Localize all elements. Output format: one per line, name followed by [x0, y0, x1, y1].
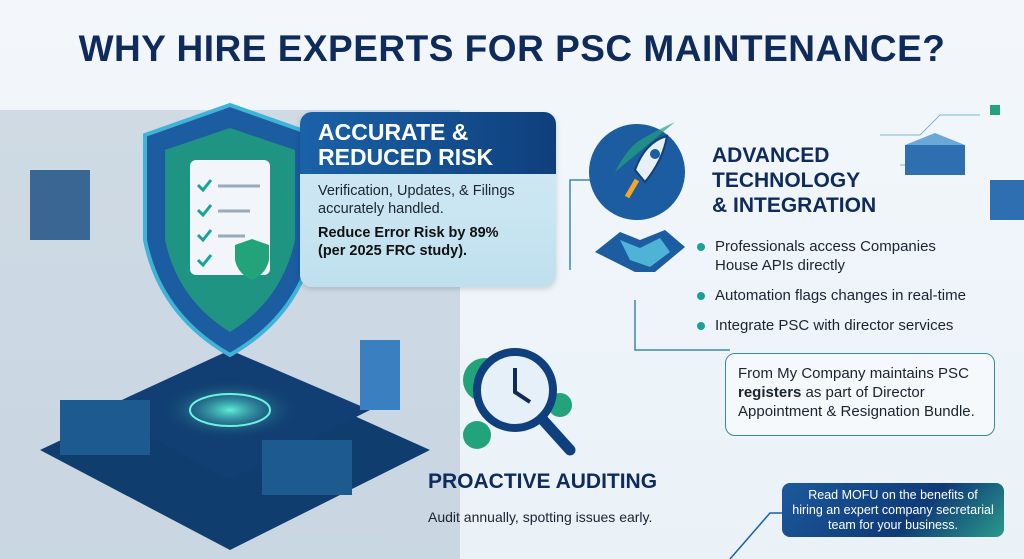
magnifier-clock-icon — [463, 348, 576, 456]
connector-lines — [569, 179, 730, 351]
cta-text: hiring an expert company secretarial — [792, 503, 994, 517]
server-icon — [360, 340, 400, 410]
handshake-icon — [595, 230, 685, 272]
auditing-heading: PROACTIVE AUDITING — [428, 470, 658, 493]
note-text: Appointment & Resignation Bundle. — [738, 403, 975, 420]
bullet-text: Integrate PSC with director services — [715, 317, 954, 334]
card-stat: Reduce Error Risk by 89% — [318, 225, 499, 241]
cta-text: team for your business. — [828, 518, 958, 532]
lock-icon — [990, 105, 1000, 115]
bullet-text: Professionals access Companies — [715, 238, 936, 255]
connector-line — [729, 512, 782, 559]
page-title: WHY HIRE EXPERTS FOR PSC MAINTENANCE? — [78, 28, 946, 69]
card-heading: REDUCED RISK — [318, 144, 494, 170]
card-heading: ACCURATE & — [318, 119, 469, 145]
rocket-icon — [589, 122, 685, 272]
laptop-icon — [262, 440, 352, 495]
note-bold: registers — [738, 384, 802, 401]
cta-text: Read MOFU on the benefits of — [808, 488, 978, 502]
bullet-item: Integrate PSC with director services — [697, 316, 953, 335]
server-network-icon — [880, 105, 1024, 220]
advanced-heading: ADVANCED TECHNOLOGY & INTEGRATION — [712, 143, 876, 218]
note-text: From My Company maintains PSC — [738, 365, 969, 382]
note-text: as part of Director — [801, 384, 925, 401]
heading-line: & INTEGRATION — [712, 194, 877, 217]
bullet-item: Automation flags changes in real-time — [697, 286, 966, 305]
laptop-icon — [60, 400, 150, 455]
heading-line: ADVANCED — [712, 144, 830, 167]
service-note: From My Company maintains PSC registers … — [725, 353, 995, 436]
bullet-text: House APIs directly — [715, 257, 846, 274]
bullet-text: Automation flags changes in real-time — [715, 287, 966, 304]
card-stat: (per 2025 FRC study). — [318, 243, 468, 259]
heading-line: TECHNOLOGY — [712, 169, 861, 192]
accurate-card: ACCURATE &REDUCED RISK Verification, Upd… — [300, 112, 556, 287]
card-text: accurately handled. — [318, 201, 444, 217]
card-text: Verification, Updates, & Filings — [318, 183, 515, 199]
auditing-text: Audit annually, spotting issues early. — [428, 509, 653, 525]
read-mofu-link[interactable]: Read MOFU on the benefits of hiring an e… — [782, 483, 1004, 537]
